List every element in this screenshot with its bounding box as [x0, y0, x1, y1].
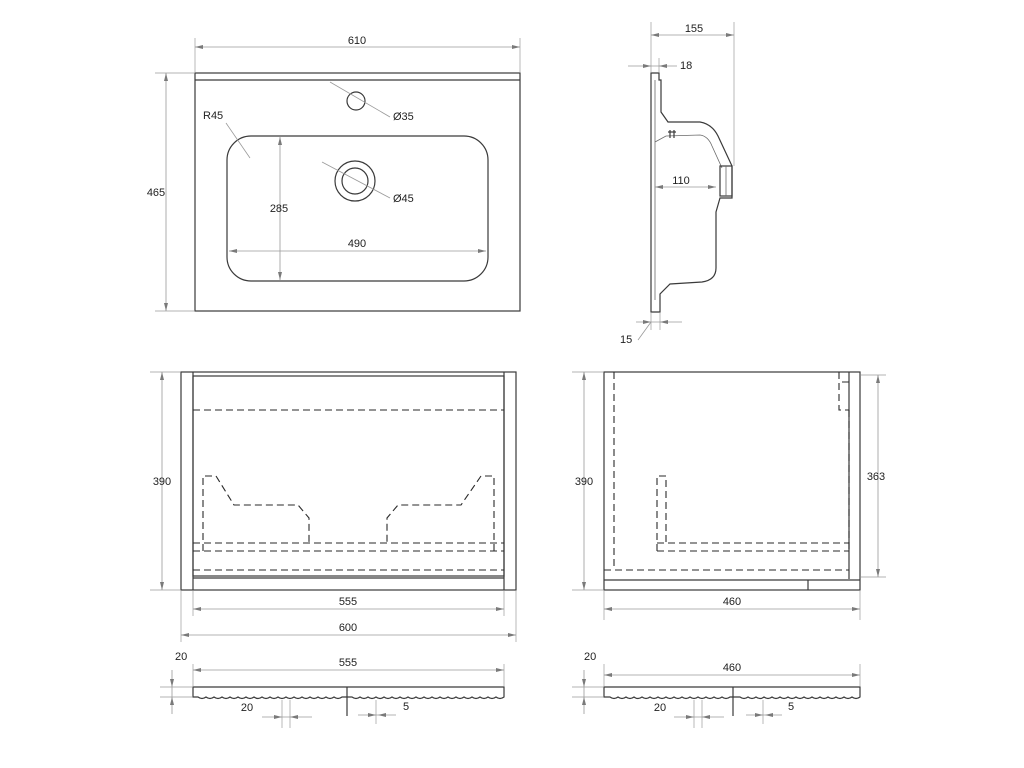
shelf-side-view: 20 460 20 5: [572, 651, 861, 728]
side-cutout: [656, 475, 667, 551]
shelf-front-view: 20 555 20 5: [160, 651, 505, 728]
bowl-outline: [226, 135, 489, 282]
label-shelf-front-thickness: 20: [175, 651, 187, 663]
shelf-side-body: [603, 686, 861, 700]
label-front-height: 390: [153, 476, 171, 488]
label-side-depth: 460: [723, 596, 741, 608]
label-shelf-side-gap: 5: [788, 701, 794, 713]
label-overall-depth: 465: [147, 187, 165, 199]
label-total-depth: 155: [685, 23, 703, 35]
drawer-front: [192, 375, 505, 577]
label-side-inner-height: 363: [867, 471, 885, 483]
label-tap-hole: Ø35: [393, 111, 414, 123]
tap-hole: [346, 91, 366, 111]
label-shelf-front-groove: 20: [241, 702, 253, 714]
drain-outer: [334, 160, 376, 202]
siphon-cutout-left: [202, 475, 310, 551]
label-side-bowl-depth: 110: [672, 175, 690, 187]
label-bowl-depth: 285: [270, 203, 288, 215]
label-shelf-front-gap: 5: [403, 701, 409, 713]
label-bowl-width: 490: [348, 238, 366, 250]
top-view: 610 465 R45 Ø35 Ø45 490 285: [147, 35, 521, 312]
basin-profile-inner: [654, 80, 723, 300]
basin-profile-outer: [650, 72, 733, 313]
side-view: 390 363 460: [572, 371, 886, 620]
label-shelf-front-length: 555: [339, 657, 357, 669]
label-corner-radius: R45: [203, 110, 223, 122]
label-rim-thickness: 18: [680, 60, 692, 72]
label-drain-hole: Ø45: [393, 193, 414, 205]
siphon-cutout-right: [386, 475, 495, 551]
back-panel-hidden: [838, 372, 849, 411]
label-front-inner-width: 555: [339, 596, 357, 608]
label-bottom-thickness: 15: [620, 334, 632, 346]
side-section: 155 18 110 15: [620, 22, 735, 346]
label-side-height: 390: [575, 476, 593, 488]
label-overall-width: 610: [348, 35, 366, 47]
label-shelf-side-thickness: 20: [584, 651, 596, 663]
basin-outline: [194, 72, 521, 312]
cabinet-side-outline: [603, 371, 861, 591]
drain-inner: [341, 167, 369, 195]
cabinet-outline: [180, 371, 517, 591]
shelf-front-body: [192, 686, 505, 700]
label-shelf-side-length: 460: [723, 662, 741, 674]
front-view: 390 555 600: [150, 371, 517, 642]
label-front-outer-width: 600: [339, 622, 357, 634]
label-shelf-side-groove: 20: [654, 702, 666, 714]
